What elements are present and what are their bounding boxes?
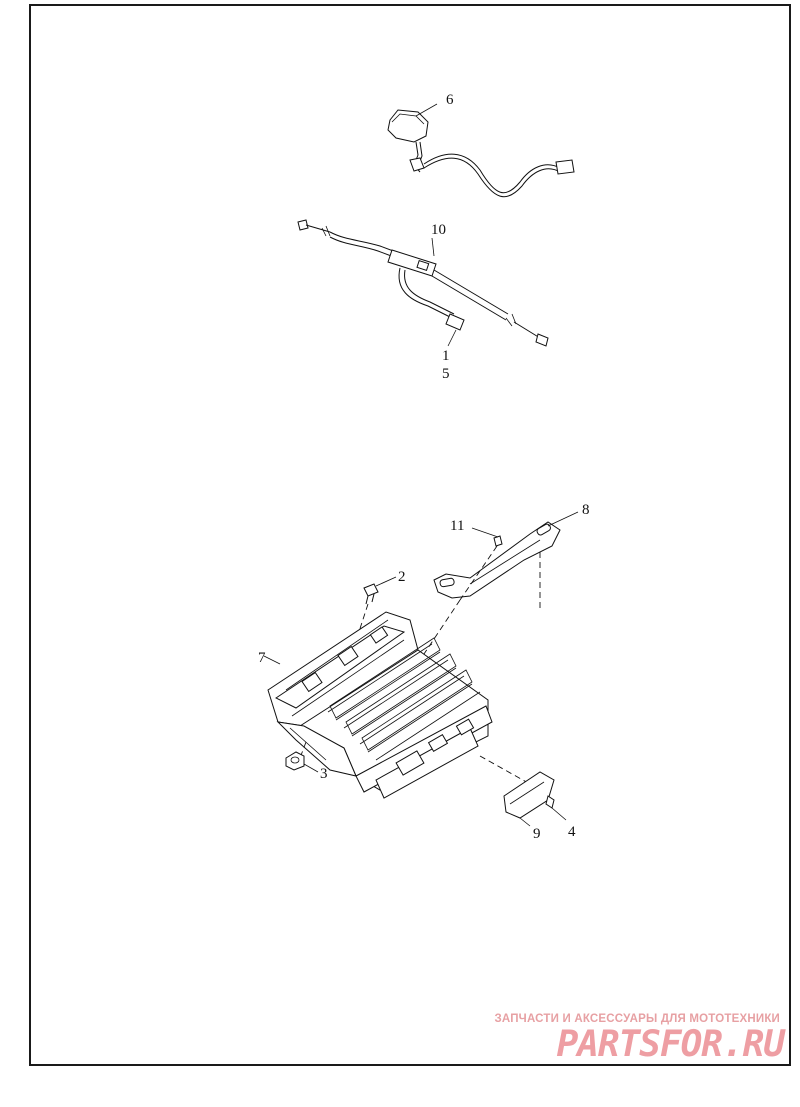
callout-5: 5: [442, 366, 450, 382]
gps-antenna-assembly: [387, 103, 575, 198]
harness-plug: [445, 313, 465, 331]
strap-screw: [493, 535, 503, 547]
antenna-harness: [297, 219, 549, 347]
mounting-strap: [433, 521, 561, 599]
watermark-logo: PARTSFOR.RU: [556, 1024, 785, 1065]
watermark-tagline: ЗАПЧАСТИ И АКСЕССУАРЫ ДЛЯ МОТОТЕХНИКИ: [494, 1013, 780, 1025]
bracket-part-9: [503, 771, 555, 819]
callout-2: 2: [398, 569, 406, 585]
callout-11: 11: [450, 518, 464, 534]
mounting-strap-assembly: [399, 511, 579, 691]
callout-4: 4: [568, 824, 576, 840]
callout-10: 10: [431, 222, 446, 238]
callout-1: 1: [442, 348, 450, 364]
callout-7: 7: [258, 650, 266, 666]
callout-8: 8: [582, 502, 590, 518]
amplifier-unit: [263, 611, 493, 799]
screw-part-4: [545, 795, 555, 809]
callout-3: 3: [320, 766, 328, 782]
callout-6: 6: [446, 92, 454, 108]
bracket-assembly: [479, 755, 567, 827]
gps-connector: [555, 159, 575, 175]
nut-part-3: [285, 751, 319, 773]
harness-module: [387, 249, 437, 277]
diagram-frame: [29, 4, 791, 1066]
callout-9: 9: [533, 826, 541, 842]
